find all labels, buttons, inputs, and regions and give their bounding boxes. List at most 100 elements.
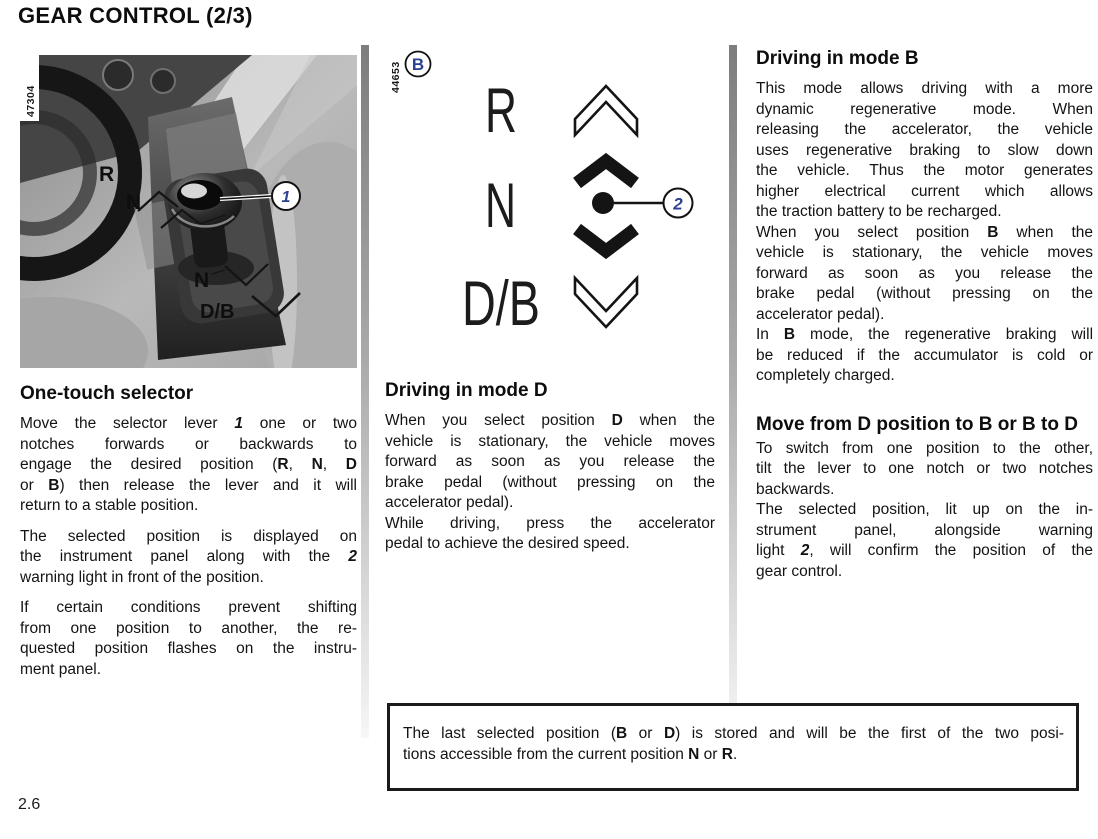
photo-label-n-upper: N <box>126 191 141 214</box>
instrument-dial <box>150 68 176 94</box>
text-line: warning light in front of the position. <box>20 568 264 586</box>
chevron-down-filled-icon <box>573 223 639 260</box>
text-line: the vehicle. Thus the motor generates <box>756 162 1093 179</box>
text-line: be reduced if the accumulator is cold or <box>756 346 1093 364</box>
section-title: Move from D position to B or B to D <box>756 413 1078 435</box>
chevron-down-icon <box>224 263 269 287</box>
gear-knob-highlight <box>181 183 207 199</box>
instrument-dial <box>102 59 134 91</box>
text-line: If certain conditions prevent shifting <box>20 599 357 616</box>
text-line: gear control. <box>756 562 843 580</box>
section-driving-mode-b: Driving in mode B This mode allows drivi… <box>756 47 1093 387</box>
variant-badge-circle <box>404 50 432 78</box>
chevron-up-icon <box>160 208 201 229</box>
text-line: higher electrical current which allows <box>756 182 1093 200</box>
callout-leader <box>219 195 272 200</box>
text-line: While driving, press the accelerator <box>385 514 715 532</box>
text-line: The selected position is displayed on <box>20 527 357 545</box>
chevron-up-filled-icon <box>573 152 639 189</box>
middle-column: 44653 B R N 2 D/B Driving in mode D When… <box>385 45 715 555</box>
text-line: ment panel. <box>20 660 101 678</box>
text-line: quested position flashes on the instru- <box>20 640 357 657</box>
section-body: Move the selector lever 1 one or two notc… <box>20 414 357 680</box>
right-column: Driving in mode B This mode allows drivi… <box>756 47 1093 582</box>
text-line: forward as soon as you release the <box>756 264 1093 282</box>
paragraph: The selected position is displayed on the… <box>20 527 357 589</box>
photo-label-n-lower: N <box>194 269 209 292</box>
callout-1: 1 <box>282 189 291 206</box>
chevron-down-icon <box>251 292 301 318</box>
text-line: dynamic regenerative mode. When <box>756 100 1093 118</box>
callout-2: 2 <box>672 195 683 214</box>
text-line: tilt the lever to one notch or two notch… <box>756 460 1093 477</box>
diagram-letter-r: R <box>485 76 517 146</box>
text-line: vehicle is stationary, the vehicle moves <box>756 244 1093 261</box>
text-line: light 2, will confirm the position of th… <box>756 542 1093 559</box>
paragraph: The last selected position (B or D) is s… <box>403 723 1064 765</box>
text-line: releasing the accelerator, the vehicle <box>756 121 1093 138</box>
text-line: To switch from one position to the other… <box>756 439 1093 457</box>
text-line: tions accessible from the current positi… <box>403 746 738 763</box>
light-streak <box>250 55 357 177</box>
photo-label-db: D/B <box>200 301 234 323</box>
diagram-letter-db: D/B <box>462 269 540 339</box>
section-move-d-to-b: Move from D position to B or B to D To s… <box>756 413 1093 583</box>
section-body: To switch from one position to the other… <box>756 439 1093 583</box>
text-line: When you select position D when the <box>385 412 715 429</box>
text-line: vehicle is stationary, the vehicle moves <box>385 432 715 450</box>
section-driving-mode-d: Driving in mode D When you select positi… <box>385 379 715 555</box>
text-line: completely charged. <box>756 367 895 384</box>
text-line: engage the desired position (R, N, D <box>20 456 357 473</box>
section-title: Driving in mode B <box>756 48 919 69</box>
text-line: backwards. <box>756 480 835 498</box>
note-box: The last selected position (B or D) is s… <box>387 703 1079 791</box>
pointer-line <box>211 269 226 275</box>
text-line: strument panel, alongside warning <box>756 521 1093 539</box>
seat <box>20 297 148 368</box>
text-line: pedal to achieve the desired speed. <box>385 535 630 552</box>
figure-number: 44653 <box>390 61 402 93</box>
paragraph: In B mode, the regenerative braking will… <box>756 325 1093 387</box>
paragraph: To switch from one position to the other… <box>756 439 1093 501</box>
diagram-letter-n: N <box>485 171 516 241</box>
text-line: forward as soon as you release the <box>385 453 715 470</box>
section-title: Driving in mode D <box>385 380 548 401</box>
chevron-up-outline-icon <box>573 84 639 139</box>
text-line: the instrument panel along with the 2 <box>20 548 357 565</box>
section-title: One-touch selector <box>20 383 194 404</box>
section-one-touch-selector: One-touch selector Move the selector lev… <box>20 382 357 680</box>
text-line: the traction battery to be recharged. <box>756 203 1002 220</box>
text-line: notches forwards or backwards to <box>20 435 357 453</box>
column-separator <box>729 45 737 738</box>
chevron-up-icon <box>137 190 179 212</box>
text-line: The selected position, lit up on the in- <box>756 501 1093 518</box>
gear-pattern-diagram: 44653 B R N 2 D/B <box>390 50 694 339</box>
paragraph: While driving, press the accelerator peda… <box>385 514 715 555</box>
left-column: R N N D/B 1 47304 One-touch selector Mov… <box>20 55 357 690</box>
note-text: The last selected position (B or D) is s… <box>403 723 1064 765</box>
gear-selector-photo: R N N D/B 1 47304 <box>20 55 357 368</box>
text-line: uses regenerative braking to slow down <box>756 141 1093 159</box>
text-line: Move the selector lever 1 one or two <box>20 415 357 432</box>
text-line: or B) then release the lever and it will <box>20 476 357 494</box>
text-line: accelerator pedal). <box>385 494 514 511</box>
figure-number: 47304 <box>25 85 37 117</box>
position-dot-icon <box>592 192 614 214</box>
photo-label-r: R <box>99 163 114 186</box>
callout-2-circle <box>662 187 694 219</box>
text-line: accelerator pedal). <box>756 305 885 323</box>
text-line: In B mode, the regenerative braking will <box>756 326 1094 343</box>
section-body: When you select position D when the vehic… <box>385 411 715 555</box>
paragraph: When you select position D when the vehic… <box>385 411 715 514</box>
text-line: from one position to another, the re- <box>20 619 357 637</box>
variant-badge-b: B <box>412 55 424 74</box>
text-line: brake pedal (without pressing on the <box>756 285 1093 302</box>
pointer-line <box>199 214 226 225</box>
callout-1-circle <box>271 181 301 211</box>
page-number: 2.6 <box>18 796 41 813</box>
paragraph: Move the selector lever 1 one or two notc… <box>20 414 357 517</box>
text-line: The last selected position (B or D) is s… <box>403 725 1065 742</box>
figure-number-strip <box>20 55 39 121</box>
